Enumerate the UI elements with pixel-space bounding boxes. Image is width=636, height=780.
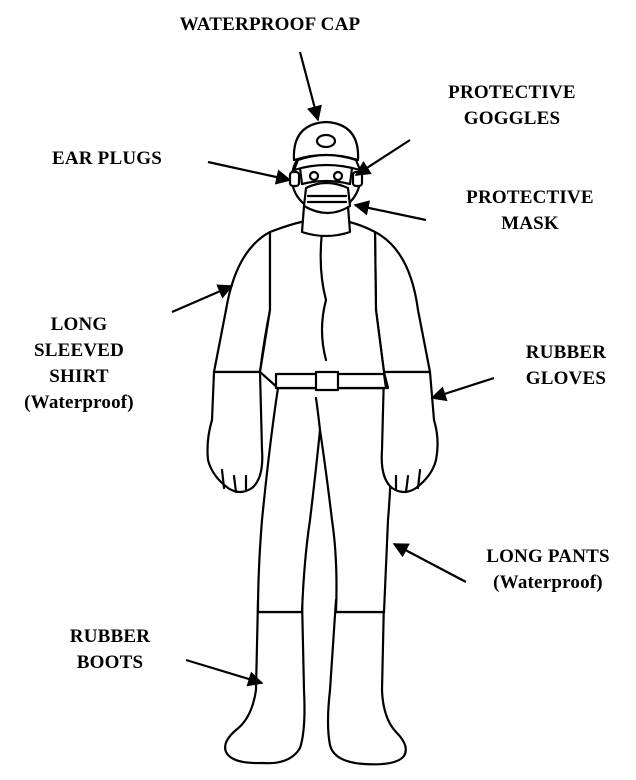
arrow-ear-plugs [208, 162, 290, 180]
waterproof-cap [294, 122, 360, 170]
belt [276, 372, 386, 390]
arrow-protective-goggles [356, 140, 410, 175]
protective-mask [304, 183, 350, 213]
label-long-sleeved-shirt: LONG SLEEVED SHIRT (Waterproof) [8, 312, 150, 416]
label-long-pants: LONG PANTS (Waterproof) [468, 544, 628, 596]
arrow-long-pants [394, 544, 466, 582]
label-protective-mask: PROTECTIVE MASK [440, 185, 620, 237]
label-rubber-boots: RUBBER BOOTS [50, 624, 170, 676]
arrow-protective-mask [355, 205, 426, 220]
long-sleeved-shirt-torso [260, 220, 388, 388]
arrow-waterproof-cap [300, 52, 318, 120]
arrow-rubber-boots [186, 660, 262, 683]
label-rubber-gloves: RUBBER GLOVES [506, 340, 626, 392]
rubber-boots [225, 600, 406, 764]
label-protective-goggles: PROTECTIVE GOGGLES [422, 80, 602, 132]
label-ear-plugs: EAR PLUGS [32, 146, 182, 172]
arrow-long-sleeved-shirt [172, 286, 232, 312]
label-waterproof-cap: WATERPROOF CAP [170, 12, 370, 38]
arrow-rubber-gloves [432, 378, 494, 398]
long-pants [258, 388, 391, 612]
